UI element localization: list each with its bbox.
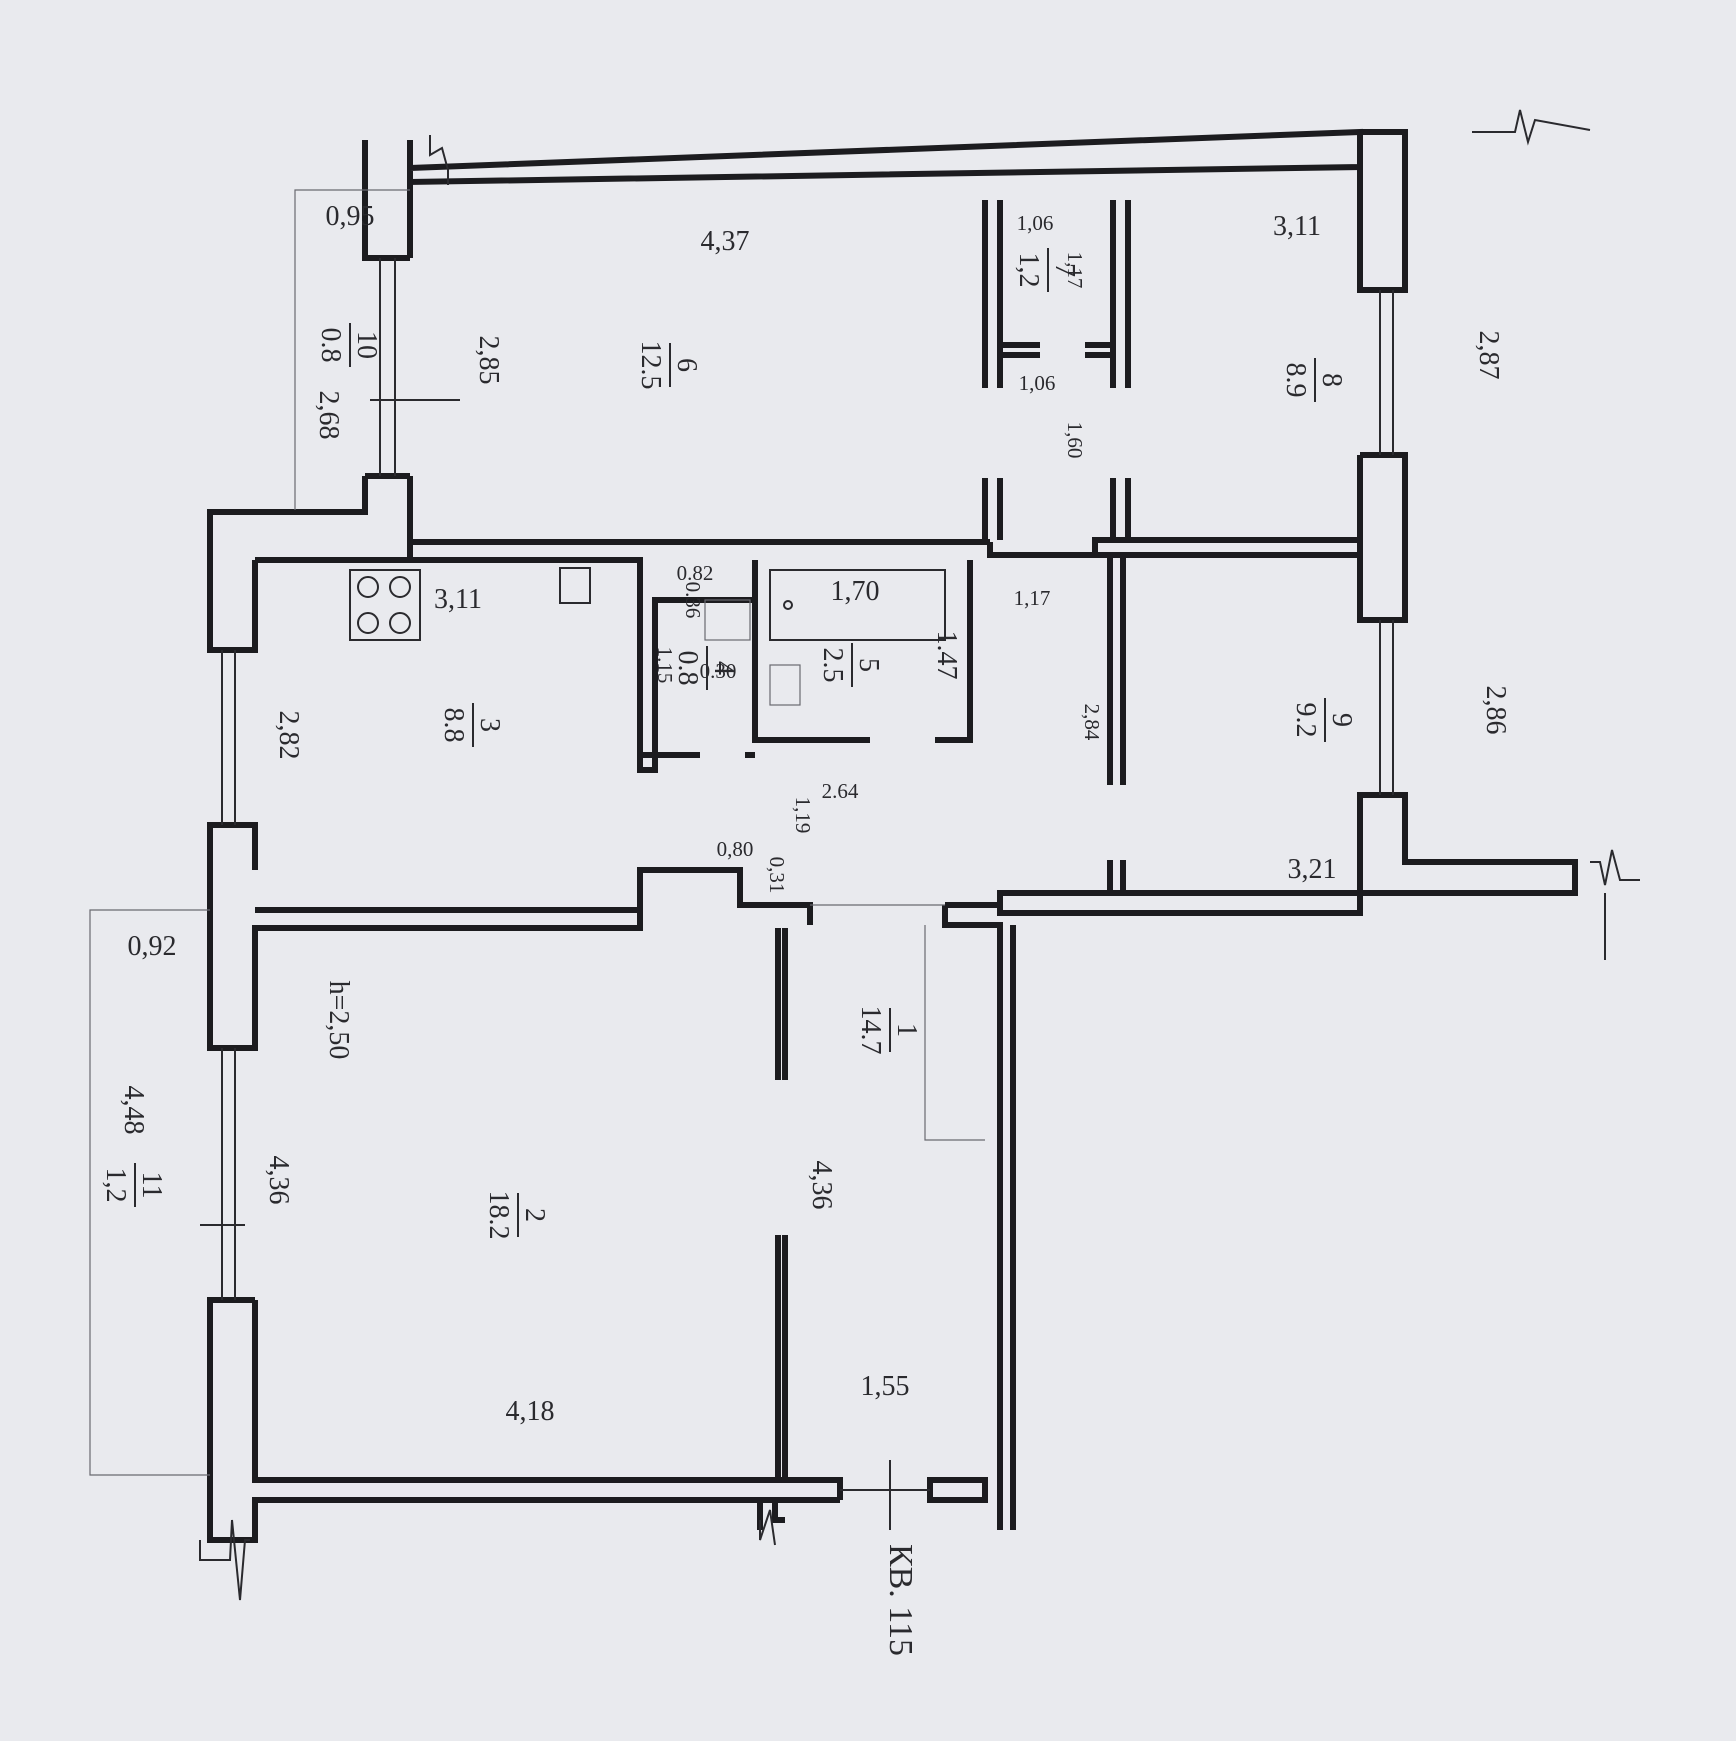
room-1-label: 114.7: [855, 1006, 922, 1055]
dimension-label: 1,17: [1014, 586, 1051, 610]
dimension-label: 1.47: [931, 631, 962, 680]
apartment-label: КВ. 115: [882, 1544, 919, 1656]
room-number: 9: [1326, 713, 1357, 727]
room-6-label: 612.5: [635, 341, 702, 390]
room-number: 8: [1316, 373, 1347, 387]
dimension-label: 1,60: [1063, 422, 1087, 459]
room-number: 2: [519, 1208, 550, 1222]
wall-center: [987, 542, 1095, 558]
break-marks: [199, 109, 1640, 1601]
room-area: 2.5: [817, 648, 848, 683]
room-11-label: 111,2: [100, 1163, 167, 1207]
dimension-label: 4,37: [701, 226, 750, 257]
dimension-label: 1,70: [831, 576, 880, 607]
dimension-label: 4,48: [118, 1086, 149, 1135]
room-number: 11: [136, 1172, 167, 1199]
labels: 0,95 4,37 1,06 3,11 1,17 2,85 2,68 1,06 1,60 2,87…: [100, 201, 1511, 1656]
room-number: 7: [1049, 263, 1080, 277]
dimension-label: 0,92: [128, 931, 177, 962]
room-8-label: 88.9: [1280, 358, 1347, 402]
dimension-label: 2,86: [1480, 686, 1511, 735]
dimension-label: 2,87: [1473, 331, 1504, 380]
room-area: 9.2: [1290, 703, 1321, 738]
dimension-label: 0,31: [765, 857, 789, 894]
room-area: 18.2: [483, 1191, 514, 1240]
room-7-label: 71,2: [1013, 248, 1080, 292]
dimension-label: 2.64: [822, 779, 859, 803]
dimension-label: 1,06: [1019, 371, 1056, 395]
outer-dimension-lines: [89, 189, 985, 1476]
kitchen-stove: [349, 567, 591, 641]
room-4-label: 40.8: [672, 646, 739, 690]
dimension-label: 0,95: [326, 201, 375, 232]
room-3-label: 38.8: [438, 703, 505, 747]
dimension-label: 2,85: [473, 336, 504, 385]
dimension-label: 3,11: [434, 584, 482, 615]
room-9-label: 99.2: [1290, 698, 1357, 742]
walls: [207, 128, 1578, 1543]
windows: [200, 258, 1394, 1530]
room-number: 6: [671, 358, 702, 372]
room-area: 14.7: [855, 1006, 886, 1055]
room-area: 1,2: [100, 1168, 131, 1203]
room-area: 0.8: [672, 651, 703, 686]
top-wall: [407, 128, 1363, 186]
dimension-label: 3,21: [1288, 854, 1337, 885]
ceiling-height-label: h=2,50: [323, 981, 354, 1060]
dimension-label: 0.30: [700, 659, 737, 683]
room-number: 5: [853, 658, 884, 672]
dimension-label: 1,17: [1063, 252, 1087, 289]
room-area: 1,2: [1013, 253, 1044, 288]
room-number: 10: [351, 331, 382, 359]
bathtub: [704, 569, 946, 706]
room-number: 3: [474, 718, 505, 732]
room-area: 8.8: [438, 708, 469, 743]
dimension-label: 4,36: [806, 1161, 837, 1210]
wall-right-upper: [1357, 129, 1408, 293]
room-5-label: 52.5: [817, 643, 884, 687]
room-10-label: 100.8: [315, 323, 382, 367]
dimension-label: 4,36: [263, 1156, 294, 1205]
room-area: 0.8: [315, 328, 346, 363]
dimension-label: 1,06: [1017, 211, 1054, 235]
dimension-label: 2,84: [1080, 704, 1104, 741]
dimension-label: 3,11: [1273, 211, 1321, 242]
dimension-label: 2,82: [273, 711, 304, 760]
dimension-label: 1,55: [861, 1371, 910, 1402]
dimension-label: 2,68: [313, 391, 344, 440]
dimension-label: 1,19: [791, 797, 815, 834]
dimension-label: 4,18: [506, 1396, 555, 1427]
dimension-label: 0.36: [681, 582, 705, 619]
dimension-label: 0.82: [677, 561, 714, 585]
room-area: 8.9: [1280, 363, 1311, 398]
dimension-label: 1.15: [653, 647, 677, 684]
room-number: 1: [891, 1023, 922, 1037]
room-area: 12.5: [635, 341, 666, 390]
dimension-label: 0,80: [717, 837, 754, 861]
room-number: 4: [708, 661, 739, 675]
wall-left-middle: [207, 822, 813, 1051]
room-2-label: 218.2: [483, 1191, 550, 1240]
